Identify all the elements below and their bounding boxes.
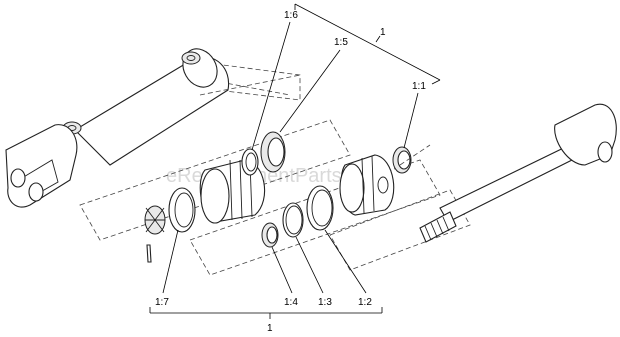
leader-1-4: [271, 246, 293, 294]
callout-1-1: 1:1: [412, 81, 426, 92]
barrel-dashed-inner: [219, 81, 291, 96]
rod-seal-1-1: [392, 146, 412, 174]
top-bracket-center-tick: [375, 35, 381, 43]
oring-1-7-inner: [174, 192, 194, 228]
oring-1-2: [306, 185, 334, 231]
wiper-1-5-inner: [267, 137, 285, 167]
small-pin: [146, 244, 152, 263]
oring-1-3-inner: [285, 205, 303, 235]
clevis-hole-1: [10, 168, 26, 188]
callout-1-2: 1:2: [358, 297, 372, 308]
gland-grooves: [361, 155, 375, 214]
rod-threads: [424, 216, 450, 241]
top-bracket-line: [294, 3, 441, 81]
clevis-slot: [21, 159, 59, 199]
leader-1-1: [403, 92, 419, 149]
rod-dashed-link: [399, 144, 431, 166]
oring-1-2-inner: [311, 189, 333, 227]
star-nut-lines: [145, 207, 165, 233]
callout-1-7: 1:7: [155, 297, 169, 308]
barrel-port-top-hole: [186, 55, 196, 61]
gland-bore: [377, 176, 389, 194]
oring-1-3: [282, 202, 304, 238]
leader-1-2: [324, 229, 367, 294]
callout-1-6: 1:6: [284, 10, 298, 21]
wiper-1-5: [260, 131, 286, 173]
cylinder-barrel: [5, 48, 301, 208]
barrel-dashed-outline: [199, 61, 301, 101]
leader-1-5: [279, 49, 341, 133]
callout-1-bottom: 1: [267, 323, 273, 334]
callout-1-top: 1: [380, 27, 386, 38]
gland-assembly: [339, 154, 395, 216]
backup-ring-1-4-inner: [266, 226, 278, 244]
oring-1-7-outer: [168, 187, 196, 233]
backup-ring-1-4: [261, 222, 279, 248]
dashed-plane-right: [329, 189, 471, 271]
rod-eye-hole: [597, 141, 613, 163]
oring-1-2-outer: [306, 185, 334, 231]
top-bracket-tick-right: [431, 79, 441, 85]
seal-1-6-inner: [245, 152, 257, 172]
piston-face: [200, 168, 230, 224]
callout-1-3: 1:3: [318, 297, 332, 308]
oring-1-7: [168, 187, 196, 233]
callout-1-4: 1:4: [284, 297, 298, 308]
leader-1-6: [251, 21, 291, 151]
gland-face: [339, 163, 365, 213]
dashed-plane-left: [79, 119, 351, 241]
dashed-link-top: [199, 74, 301, 96]
leader-1-3: [295, 236, 324, 294]
leader-1-7: [162, 229, 179, 294]
piston-rod: [399, 103, 617, 243]
star-nut: [144, 205, 166, 235]
seal-1-6: [241, 148, 259, 176]
clevis-hole-2: [28, 182, 44, 202]
callout-1-5: 1:5: [334, 37, 348, 48]
barrel-port-top: [181, 51, 201, 65]
